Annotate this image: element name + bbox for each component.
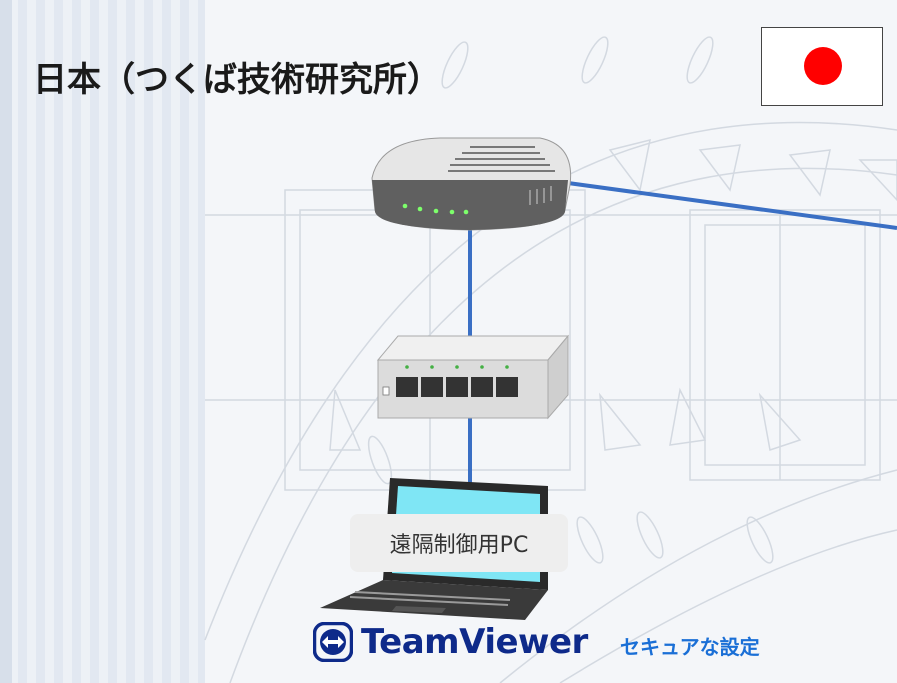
secure-settings-text: セキュアな設定 [620,635,760,659]
teamviewer-logo: TeamViewer [313,622,588,662]
left-stripe-panel [0,0,205,683]
teamviewer-icon [313,622,353,662]
flag-sun [804,47,842,85]
router-icon [371,137,572,231]
japan-flag [761,27,883,106]
teamviewer-logo-text: TeamViewer [361,622,588,662]
network-switch-icon [376,334,570,420]
router-to-internet-line [567,181,897,230]
page-title: 日本（つくば技術研究所） [33,60,441,100]
remote-control-pc-label: 遠隔制御用PC [350,514,568,572]
